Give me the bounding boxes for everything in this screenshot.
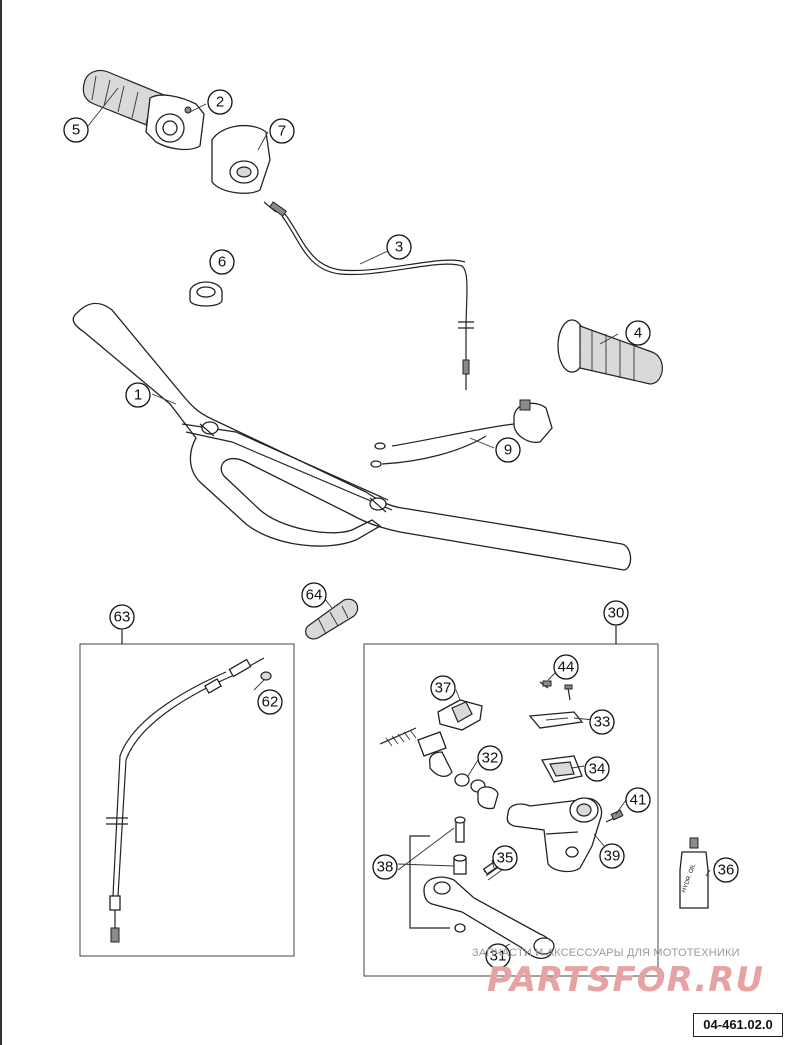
handlebar [72,302,632,571]
callout-34: 34 [584,756,610,782]
screws [539,680,573,701]
reservoir-diaphragm [540,755,583,783]
callout-2: 2 [207,89,233,115]
clamp-bolt [605,809,624,823]
svg-text:33: 33 [594,714,611,731]
hydraulic-oil-bottle: HYDR. OIL [679,837,709,909]
svg-text:3: 3 [395,239,403,256]
callout-64: 64 [301,582,327,608]
callout-4: 4 [625,320,651,346]
svg-text:44: 44 [558,659,575,676]
throttle-housing [211,124,271,194]
callout-5: 5 [63,117,89,143]
svg-text:38: 38 [377,859,394,876]
watermark-logo: PARTSFOR.RU [487,960,765,1000]
adjuster-nut [260,671,272,681]
svg-text:31: 31 [490,948,507,965]
callout-1: 1 [125,382,151,408]
brake-assembly-frame [363,643,659,977]
throttle-grip-assembly [82,69,205,151]
svg-text:6: 6 [218,254,226,271]
right-grip [557,319,663,385]
callout-38: 38 [372,854,398,880]
callout-6: 6 [209,249,235,275]
clutch-cable [106,657,265,943]
svg-text:39: 39 [604,848,621,865]
kill-switch [370,399,553,468]
svg-text:1: 1 [134,387,142,404]
brake-lever [423,876,555,960]
clutch-cable-frame [79,643,295,957]
svg-text:32: 32 [482,750,499,767]
leader-lines [87,87,711,951]
callout-32: 32 [477,745,503,771]
svg-text:63: 63 [114,609,131,626]
collar-ring [189,281,223,307]
callout-9: 9 [495,437,521,463]
master-cylinder-body [506,797,603,873]
callout-44: 44 [553,654,579,680]
document-reference: 04-461.02.0 [693,1013,783,1037]
callout-35: 35 [492,845,518,871]
svg-text:30: 30 [608,605,625,622]
svg-text:35: 35 [497,850,514,867]
reservoir-cap [528,711,584,729]
watermark-caption: ЗАПЧАСТИ И АКСЕССУАРЫ ДЛЯ МОТОТЕХНИКИ [472,947,740,959]
callout-7: 7 [269,118,295,144]
svg-text:34: 34 [589,761,606,778]
throttle-cable [263,201,474,390]
svg-text:4: 4 [634,325,642,342]
callout-33: 33 [589,709,615,735]
callout-30: 30 [603,600,629,626]
callout-63: 63 [109,604,135,630]
svg-text:9: 9 [504,442,512,459]
callout-62: 62 [257,689,283,715]
callout-3: 3 [386,234,412,260]
piston-kit [379,727,499,810]
svg-text:7: 7 [278,123,286,140]
svg-text:2: 2 [216,94,224,111]
callout-36: 36 [713,857,739,883]
svg-text:41: 41 [630,792,647,809]
svg-text:5: 5 [72,122,80,139]
svg-text:62: 62 [262,694,279,711]
svg-text:37: 37 [435,680,452,697]
master-cylinder-clamp [437,699,483,731]
page-left-border [0,0,2,1045]
pivot-set [409,816,467,933]
callout-39: 39 [599,843,625,869]
callout-41: 41 [625,787,651,813]
svg-text:36: 36 [718,862,735,879]
callout-37: 37 [430,675,456,701]
svg-text:64: 64 [306,587,323,604]
callout-31: 31 [485,943,511,969]
rubber-boot [305,598,359,640]
